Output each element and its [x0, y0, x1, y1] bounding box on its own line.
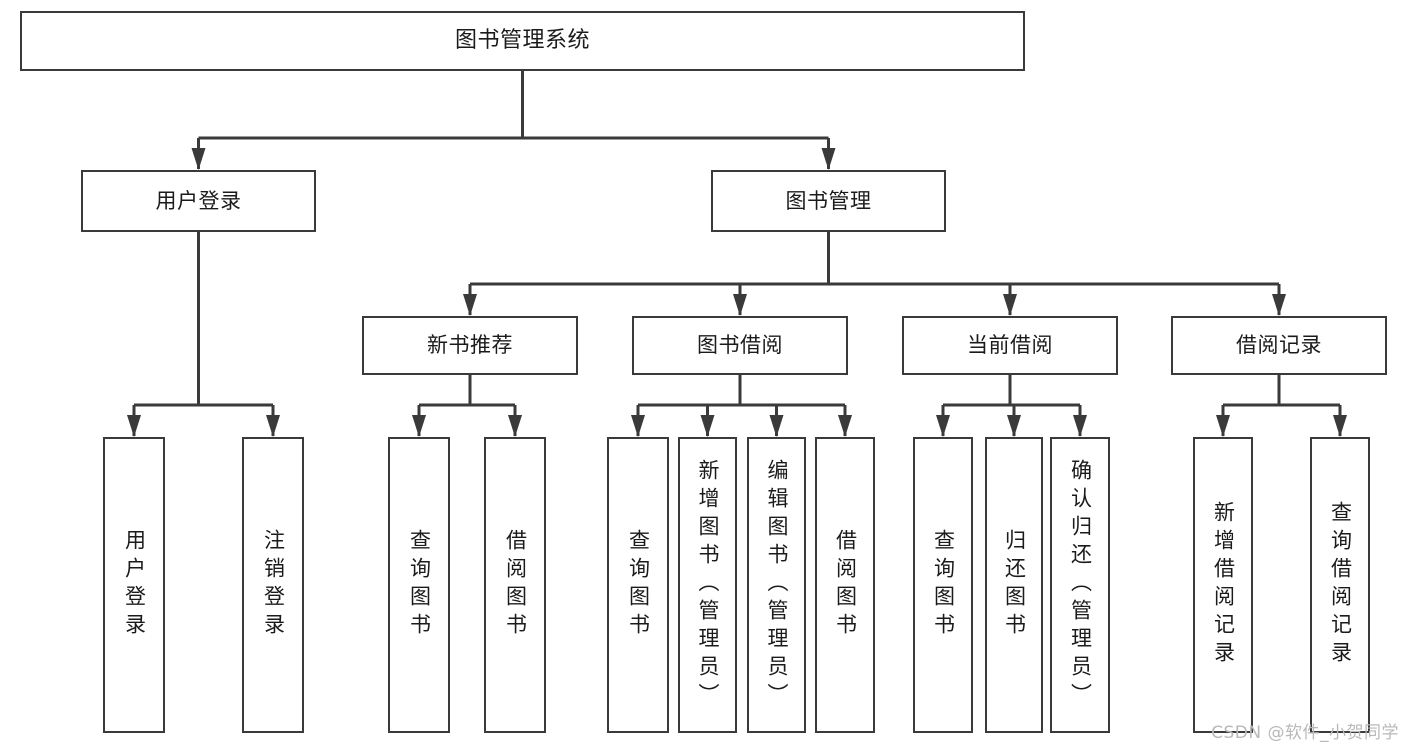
watermark: CSDN @软件_小贺同学: [1211, 723, 1399, 743]
node-leaf-query-book-3[interactable]: 查询图书: [913, 437, 973, 733]
node-label: 确认归还（管理员）: [1068, 459, 1093, 711]
node-label: 归还图书: [1002, 529, 1027, 641]
node-leaf-query-book-2[interactable]: 查询图书: [607, 437, 669, 733]
node-leaf-borrow-book-1[interactable]: 借阅图书: [484, 437, 546, 733]
node-label: 查询图书: [626, 529, 651, 641]
node-leaf-query-book-1[interactable]: 查询图书: [388, 437, 450, 733]
node-current-borrow[interactable]: 当前借阅: [902, 316, 1118, 375]
node-leaf-add-book[interactable]: 新增图书（管理员）: [678, 437, 737, 733]
node-label: 新增借阅记录: [1211, 501, 1236, 669]
node-leaf-edit-book[interactable]: 编辑图书（管理员）: [747, 437, 806, 733]
node-book-manage[interactable]: 图书管理: [711, 170, 946, 232]
node-new-book-rec[interactable]: 新书推荐: [362, 316, 578, 375]
node-book-borrow[interactable]: 图书借阅: [632, 316, 848, 375]
node-label: 借阅记录: [1236, 333, 1322, 358]
node-label: 新书推荐: [427, 333, 513, 358]
node-leaf-query-record[interactable]: 查询借阅记录: [1310, 437, 1370, 733]
node-leaf-confirm-return[interactable]: 确认归还（管理员）: [1050, 437, 1110, 733]
node-label: 查询图书: [931, 529, 956, 641]
node-leaf-return-book[interactable]: 归还图书: [985, 437, 1043, 733]
node-label: 图书管理系统: [454, 28, 590, 54]
node-leaf-add-record[interactable]: 新增借阅记录: [1193, 437, 1253, 733]
node-leaf-borrow-book-2[interactable]: 借阅图书: [815, 437, 875, 733]
node-label: 注销登录: [261, 529, 286, 641]
node-label: 图书借阅: [697, 333, 783, 358]
node-label: 借阅图书: [833, 529, 858, 641]
node-root[interactable]: 图书管理系统: [20, 11, 1025, 71]
node-leaf-user-login[interactable]: 用户登录: [103, 437, 165, 733]
node-label: 查询图书: [407, 529, 432, 641]
node-leaf-logout[interactable]: 注销登录: [242, 437, 304, 733]
node-label: 编辑图书（管理员）: [765, 459, 789, 711]
node-borrow-record[interactable]: 借阅记录: [1171, 316, 1387, 375]
node-label: 图书管理: [785, 188, 872, 213]
node-user-login[interactable]: 用户登录: [81, 170, 316, 232]
node-label: 借阅图书: [503, 529, 528, 641]
node-label: 新增图书（管理员）: [696, 459, 720, 711]
node-label: 查询借阅记录: [1328, 501, 1353, 669]
node-label: 用户登录: [155, 188, 242, 213]
node-label: 用户登录: [122, 529, 147, 641]
node-label: 当前借阅: [967, 333, 1053, 358]
